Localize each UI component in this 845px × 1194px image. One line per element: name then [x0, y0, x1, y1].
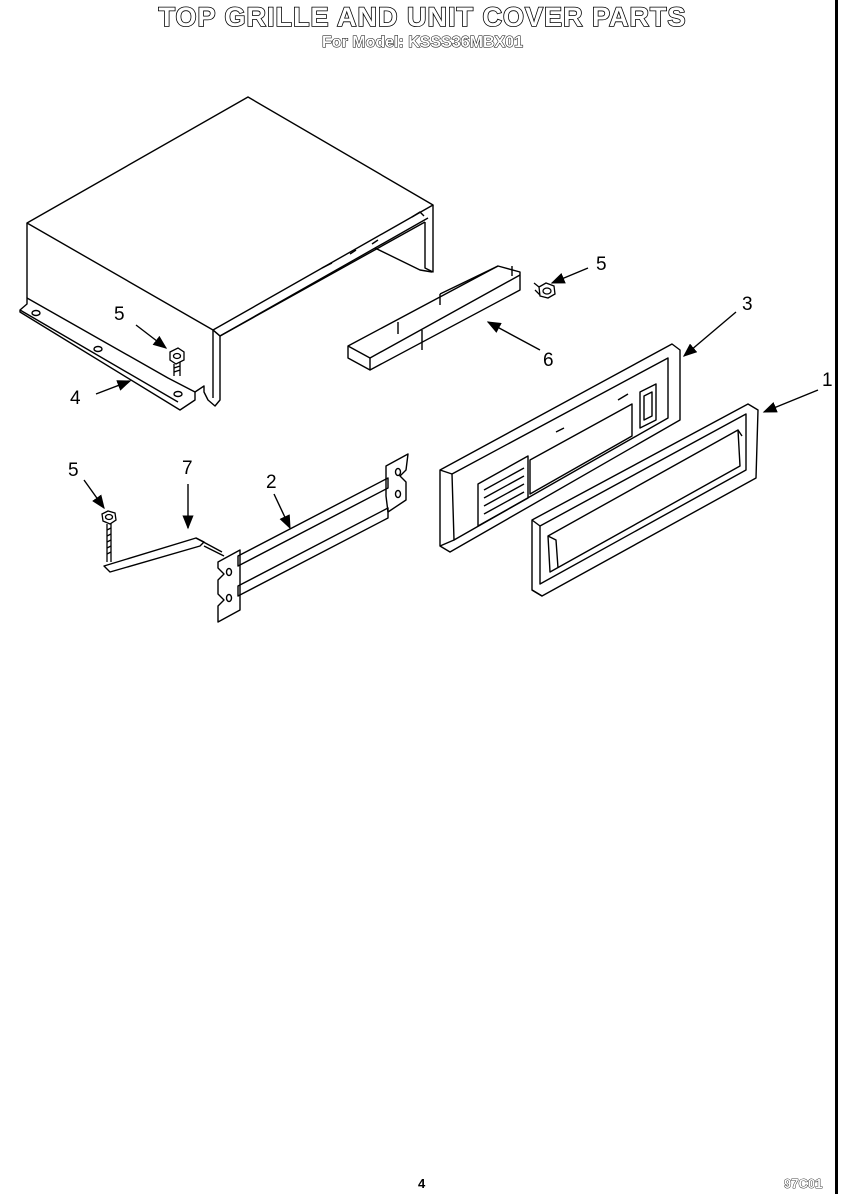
- grille-part: [531, 403, 759, 597]
- callout-5-right: 5: [596, 254, 607, 275]
- bracket-part: [347, 265, 521, 371]
- leader-5-lower: [83, 479, 105, 510]
- callout-6: 6: [543, 350, 554, 371]
- page-title: TOP GRILLE AND UNIT COVER PARTS: [158, 1, 687, 33]
- screw-lower-part: [101, 510, 117, 562]
- callout-2: 2: [266, 472, 277, 493]
- unit-cover-part: [19, 96, 434, 411]
- rod-part: [103, 537, 225, 573]
- page-edge-rule: [835, 0, 838, 1194]
- callout-7: 7: [182, 458, 193, 479]
- leader-2: [273, 493, 291, 530]
- support-part: [217, 453, 409, 623]
- leader-5-cover: [135, 324, 168, 349]
- leader-1: [762, 389, 819, 413]
- callout-5-lower: 5: [68, 460, 79, 481]
- callout-1: 1: [822, 370, 833, 391]
- leader-6: [486, 321, 541, 351]
- leader-4: [95, 380, 132, 395]
- leader-3: [682, 311, 737, 357]
- callout-4: 4: [70, 388, 81, 409]
- leader-arrows: [83, 267, 819, 530]
- leader-5-right: [550, 267, 589, 284]
- callout-3: 3: [742, 294, 753, 315]
- page-number: 4: [418, 1176, 426, 1191]
- model-subtitle: For Model: KSSS36MBX01: [322, 34, 524, 52]
- callout-5-cover: 5: [114, 304, 125, 325]
- screw-cover-part: [169, 347, 185, 376]
- grille-frame-part: [439, 343, 681, 553]
- document-code: 97C01: [784, 1176, 823, 1192]
- screw-right-part: [533, 282, 556, 299]
